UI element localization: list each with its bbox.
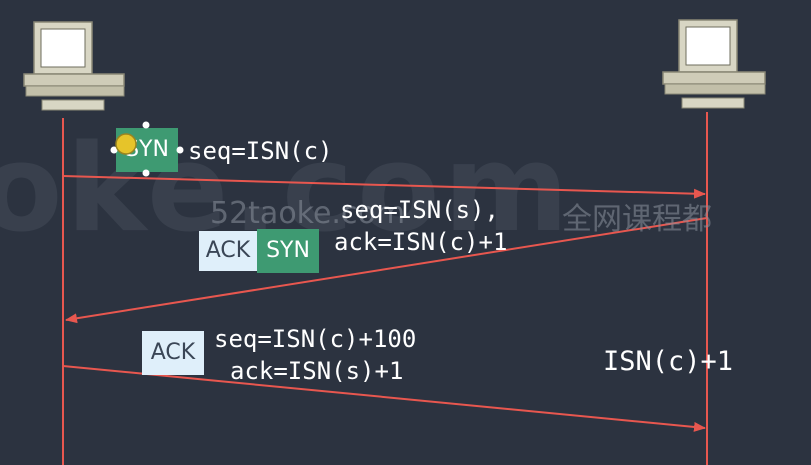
- syn-seq-label: seq=ISN(c): [188, 137, 333, 165]
- synack-ack-flag-box[interactable]: ACK: [199, 231, 257, 271]
- ack-flag-box[interactable]: ACK: [142, 331, 204, 375]
- synack-seq-label: seq=ISN(s),: [340, 196, 499, 224]
- watermark-site: 52taoke.com: [210, 196, 406, 231]
- syn-flag-box[interactable]: SYN: [116, 128, 178, 172]
- ack-seq-label: seq=ISN(c)+100: [214, 325, 417, 353]
- ack-ack-label: ack=ISN(s)+1: [230, 357, 404, 385]
- synack-syn-flag-box[interactable]: SYN: [257, 229, 319, 273]
- syn-arrow: [62, 175, 706, 199]
- ack-arrow: [62, 365, 706, 432]
- watermark-slogan: 全网课程都: [562, 202, 712, 237]
- isn-note: ISN(c)+1: [603, 346, 734, 377]
- syn-ack-arrow: [65, 217, 708, 324]
- synack-ack-label: ack=ISN(c)+1: [334, 228, 508, 256]
